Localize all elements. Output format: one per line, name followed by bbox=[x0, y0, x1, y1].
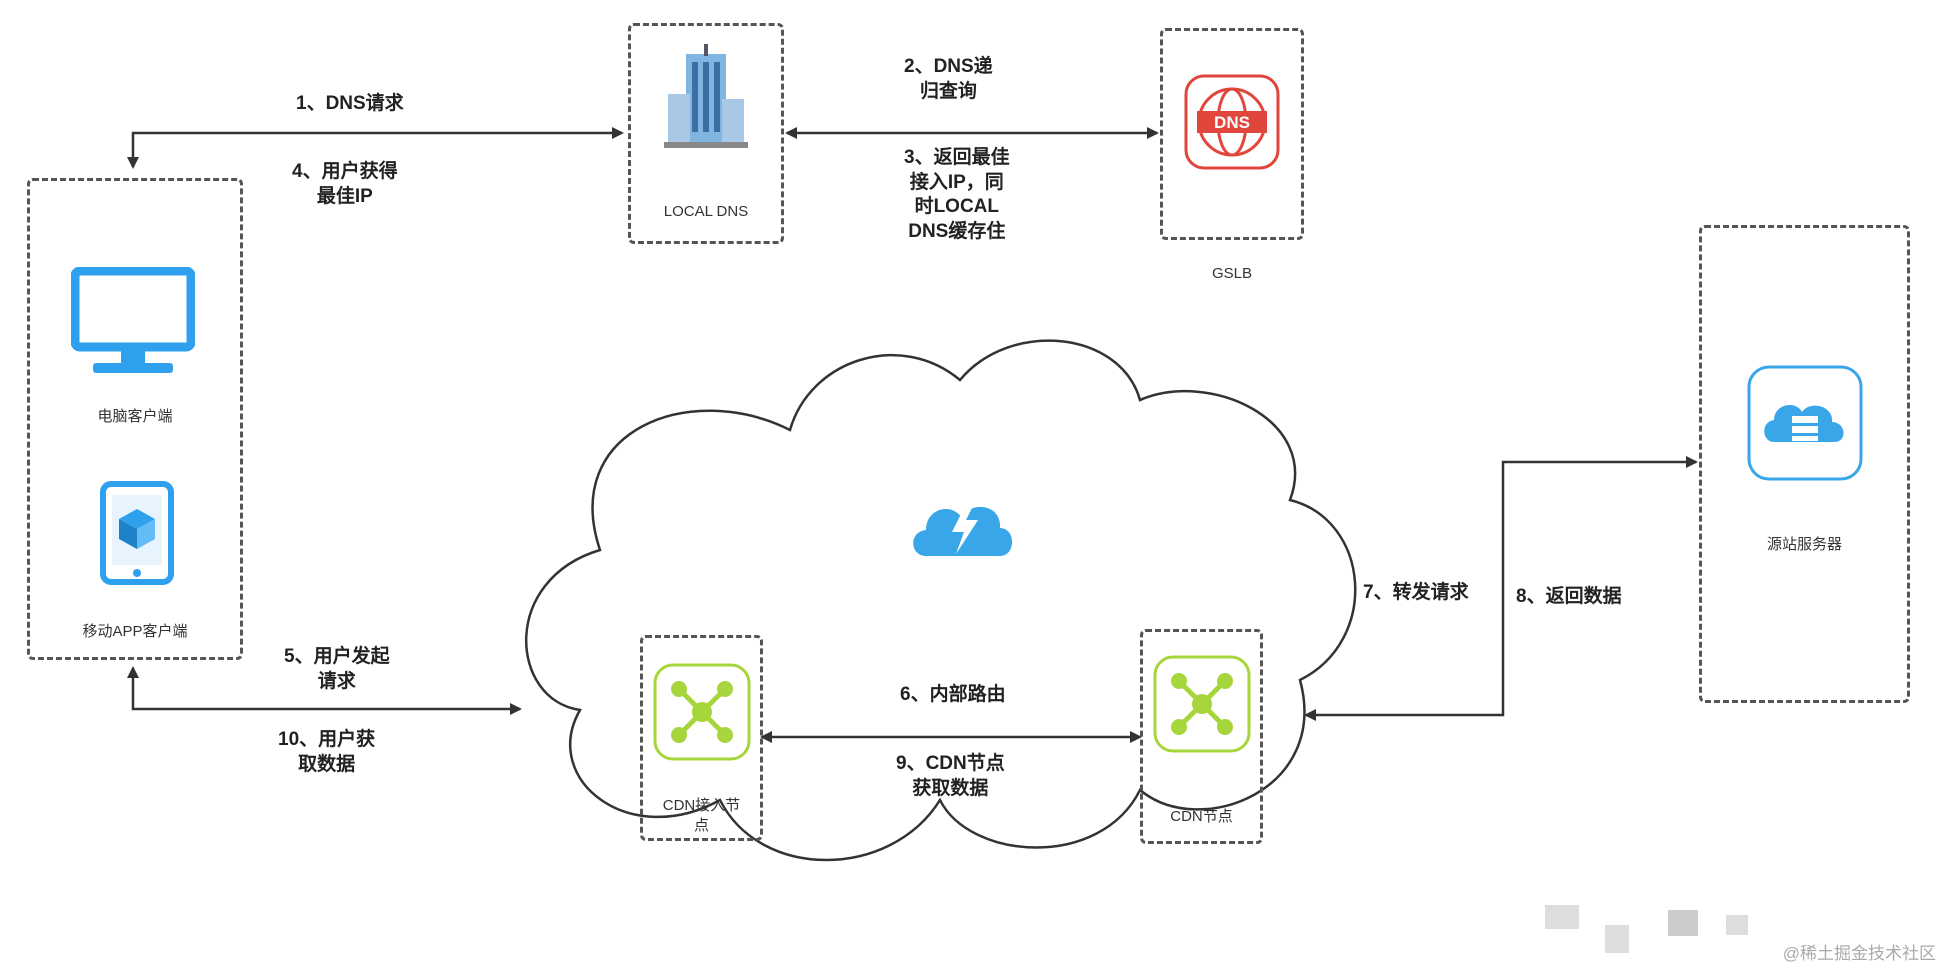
cloud-lightning-icon bbox=[913, 504, 1012, 556]
dns-logo-text: DNS bbox=[1214, 113, 1250, 132]
mosaic-block bbox=[1726, 915, 1748, 935]
gslb-label: GSLB bbox=[1211, 265, 1253, 282]
mosaic-block bbox=[1545, 905, 1579, 929]
client-box: 电脑客户端 移动APP客户端 bbox=[27, 178, 243, 660]
step-2-label: 2、DNS递 归查询 bbox=[904, 56, 993, 102]
mosaic-block bbox=[1668, 910, 1698, 936]
cdn-access-node-label: CDN接入节 点 bbox=[662, 797, 741, 834]
cdn-node-box: CDN节点 bbox=[1140, 629, 1263, 844]
network-node-icon bbox=[653, 663, 751, 761]
pc-client-label: 电脑客户端 bbox=[97, 408, 173, 425]
step-7-label: 7、转发请求 bbox=[1363, 582, 1469, 603]
origin-server-box: 源站服务器 bbox=[1699, 225, 1910, 703]
network-node-icon bbox=[1153, 655, 1251, 753]
step-6-label: 6、内部路由 bbox=[900, 684, 1006, 705]
tablet-cube-icon bbox=[100, 481, 174, 585]
cdn-network-cloud bbox=[525, 339, 1357, 862]
local-dns-box: LOCAL DNS bbox=[628, 23, 784, 244]
cdn-access-node-box: CDN接入节 点 bbox=[640, 635, 763, 841]
monitor-icon bbox=[71, 267, 195, 373]
step-3-label: 3、返回最佳 接入IP，同 时LOCAL DNS缓存住 bbox=[904, 147, 1010, 243]
local-dns-label: LOCAL DNS bbox=[663, 203, 749, 220]
step-1-label: 1、DNS请求 bbox=[296, 93, 404, 114]
cloud-server-icon bbox=[1747, 365, 1863, 481]
mosaic-block bbox=[1605, 925, 1629, 953]
step-5-label: 5、用户发起 请求 bbox=[284, 646, 390, 692]
arrow-client-local-dns bbox=[127, 127, 624, 169]
gslb-box: DNS bbox=[1160, 28, 1304, 240]
step-4-label: 4、用户获得 最佳IP bbox=[292, 161, 398, 207]
dns-globe-icon: DNS bbox=[1184, 74, 1280, 170]
origin-server-label: 源站服务器 bbox=[1766, 536, 1842, 553]
step-9-label: 9、CDN节点 获取数据 bbox=[896, 753, 1005, 799]
arrow-cdn-origin bbox=[1304, 456, 1698, 721]
arrow-client-cdn bbox=[127, 666, 522, 715]
cdn-node-label: CDN节点 bbox=[1170, 808, 1233, 825]
step-10-label: 10、用户获 取数据 bbox=[278, 729, 376, 775]
watermark: @稀土掘金技术社区 bbox=[1782, 944, 1936, 963]
mobile-client-label: 移动APP客户端 bbox=[82, 623, 188, 640]
building-icon bbox=[664, 44, 748, 148]
step-8-label: 8、返回数据 bbox=[1516, 586, 1622, 607]
